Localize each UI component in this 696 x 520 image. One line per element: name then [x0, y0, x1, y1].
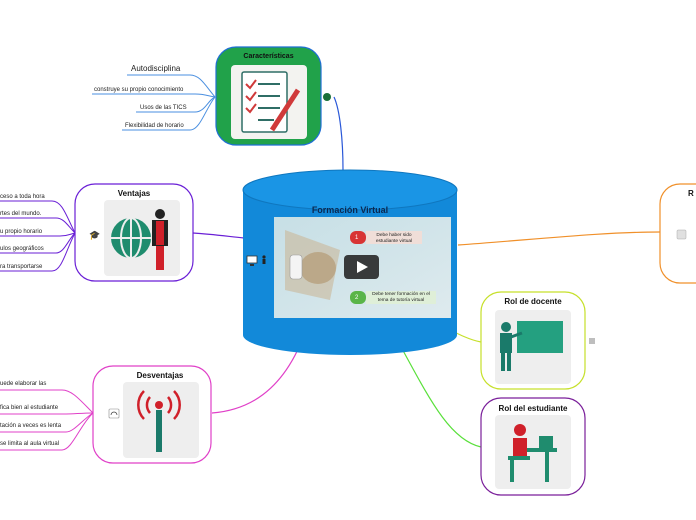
caracteristicas-title[interactable]: Características: [243, 53, 294, 60]
connector-caracteristicas: [333, 96, 344, 171]
computer-icon: [246, 255, 258, 266]
desventajas-title[interactable]: Desventajas: [136, 371, 184, 380]
play-icon: [357, 261, 368, 273]
image-icon: [676, 229, 687, 240]
ventajas-title[interactable]: Ventajas: [117, 189, 151, 198]
ventajas-item-1[interactable]: ceso a toda hora: [0, 194, 45, 200]
slide-item-2-num: 2: [355, 295, 359, 301]
slide-item-1-text: Debe haber sido estudiante virtual: [375, 233, 413, 244]
rol-docente-node: [480, 291, 595, 390]
notes-icon: [323, 93, 331, 101]
ventajas-item-2[interactable]: rtes del mundo.: [0, 211, 42, 217]
antenna-image: [137, 390, 181, 452]
teacher-image: [500, 321, 563, 371]
caracteristicas-node: [215, 46, 331, 146]
caracteristicas-item-lines: [92, 74, 216, 131]
rol-docente-title[interactable]: Rol de docente: [504, 297, 562, 306]
video-thumbnail: [274, 217, 451, 318]
student-image: [508, 424, 557, 482]
slide-item-1-num: 1: [355, 235, 359, 241]
ventajas-item-4[interactable]: ulos geográficos: [0, 246, 44, 252]
caracteristicas-item-1[interactable]: Autodisciplina: [131, 64, 181, 73]
ventajas-node: 🎓: [74, 183, 194, 282]
connector-ventajas: [192, 232, 245, 239]
central-title: Formación Virtual: [311, 205, 389, 215]
right-partial-title[interactable]: R: [688, 189, 694, 198]
connector-rol-estudiante: [399, 344, 482, 448]
connector-desventajas: [211, 344, 301, 414]
desventajas-item-1[interactable]: uede elaborar las: [0, 381, 47, 387]
desventajas-item-3[interactable]: tación a veces es lenta: [0, 423, 62, 429]
desventajas-item-2[interactable]: fica bien al estudiante: [0, 405, 59, 411]
rol-estudiante-title[interactable]: Rol del estudiante: [498, 404, 568, 413]
caracteristicas-item-4[interactable]: Flexibilidad de horario: [125, 123, 184, 129]
ventajas-item-5[interactable]: ra transportarse: [0, 264, 43, 270]
desventajas-item-lines: [0, 389, 94, 451]
headset-icon: [110, 411, 118, 416]
graduation-cap-icon: 🎓: [89, 230, 100, 240]
desventajas-item-4[interactable]: se limita al aula virtual: [0, 441, 60, 447]
connector-right: [457, 231, 661, 246]
rol-estudiante-node: [480, 397, 586, 496]
caracteristicas-item-2[interactable]: construye su propio conocimiento: [94, 87, 184, 93]
person-icon: [262, 255, 266, 264]
right-partial-node: [659, 183, 696, 284]
slide-item-2-text: Debe tener formación en el tema de tutor…: [372, 292, 430, 303]
list-icon: [589, 338, 595, 344]
desventajas-node: [92, 365, 212, 464]
ventajas-item-lines: [0, 200, 76, 272]
ventajas-item-3[interactable]: u propio horario: [0, 229, 43, 235]
caracteristicas-item-3[interactable]: Usos de las TICS: [140, 105, 187, 111]
